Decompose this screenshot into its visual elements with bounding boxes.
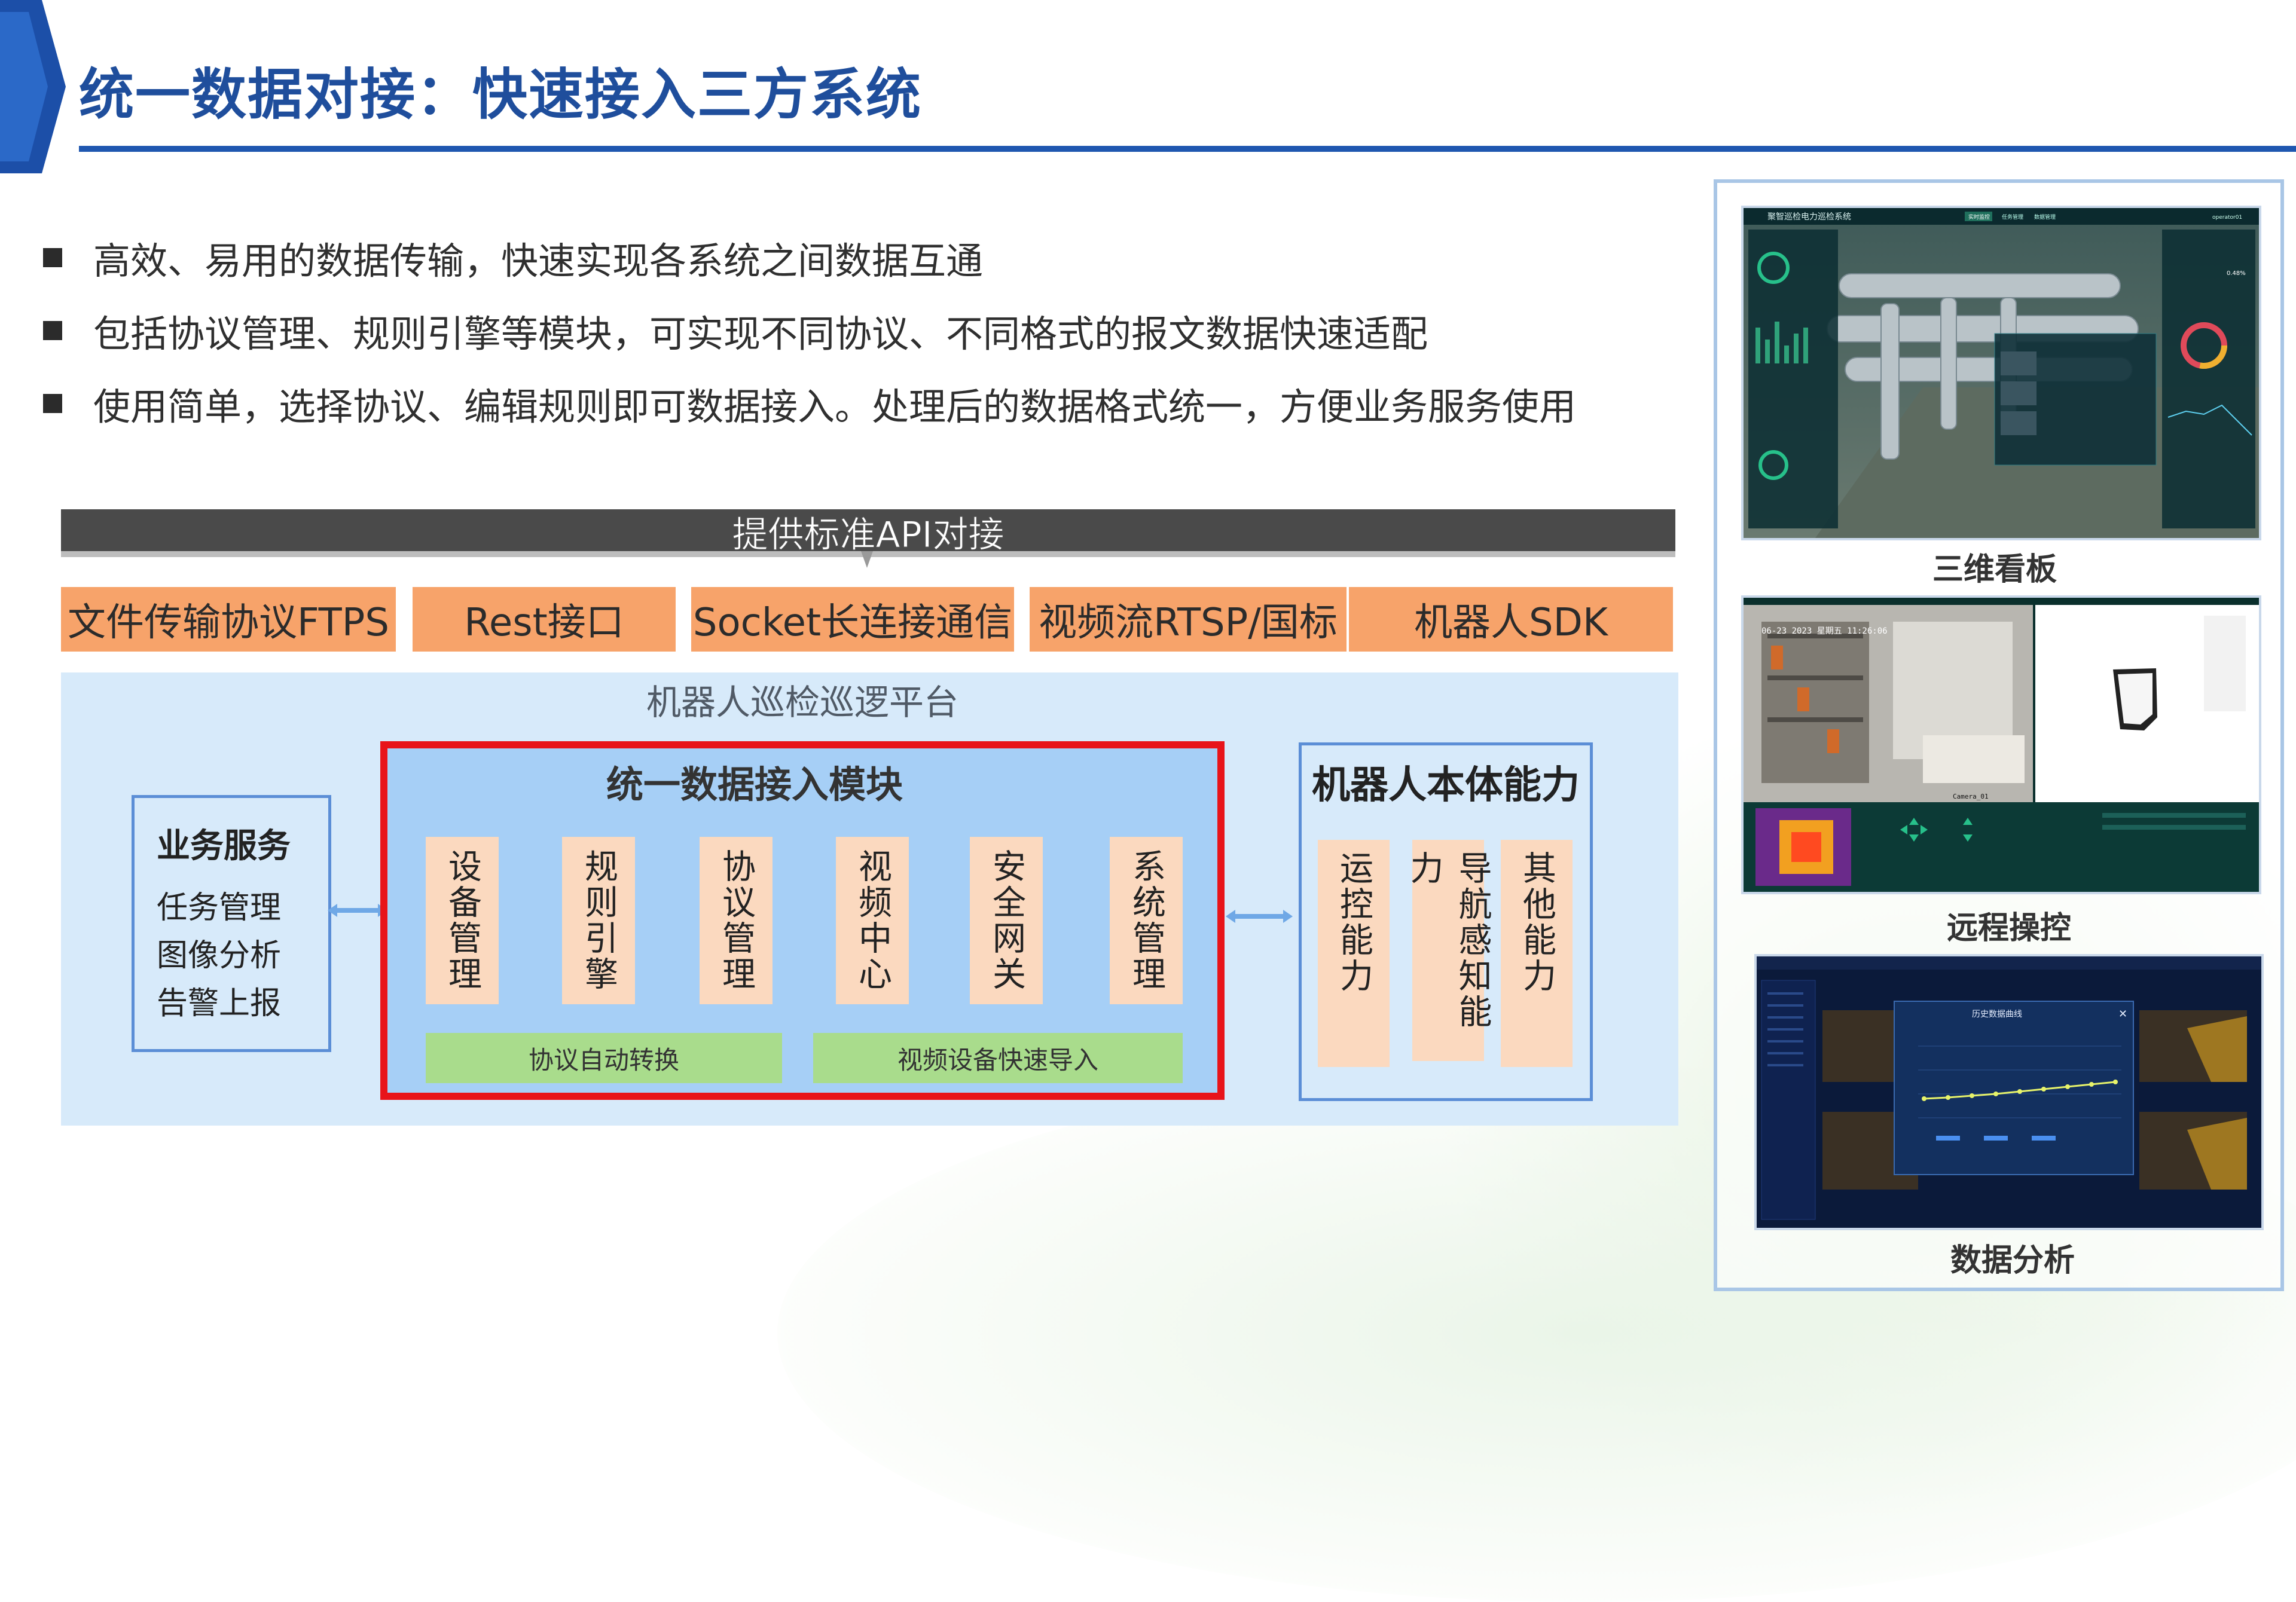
business-services-title: 业务服务 [157,827,291,866]
module-device-management: 设备管理 [426,837,499,1004]
chart-popup-title: 历史数据曲线 [1972,1010,2022,1019]
interface-rest: Rest接口 [413,587,676,652]
capability-label: 导航感知能力 [1405,851,1492,1030]
protocol-auto-convert: 协议自动转换 [426,1033,782,1083]
bullet-text: 包括协议管理、规则引擎等模块，可实现不同协议、不同格式的报文数据快速适配 [93,312,1428,356]
capability-motion-control: 运控能力 [1318,840,1390,1067]
screenshot-3d-dashboard: 聚智巡检电力巡检系统 实时监控 任务管理 数据管理 operator01 0.4… [1741,206,2261,540]
remote-control-view: 06-23 2023 星期五 11:26:06 Camera_01 [1744,598,2259,892]
screen1-user: operator01 [2212,215,2242,221]
interface-rtsp: 视频流RTSP/国标 [1030,587,1347,652]
double-arrow-icon [328,904,387,917]
caption-remote-control: 远程操控 [1947,910,2072,946]
interface-sdk: 机器人SDK [1349,587,1673,652]
down-arrow-icon [861,551,873,568]
camera-timestamp: 06-23 2023 星期五 11:26:06 [1761,626,1888,636]
3d-substation-scene: 聚智巡检电力巡检系统 实时监控 任务管理 数据管理 operator01 0.4… [1744,208,2259,538]
video-device-import: 视频设备快速导入 [813,1033,1183,1083]
business-item: 图像分析 [157,938,282,974]
caption-data-analysis: 数据分析 [1950,1243,2075,1279]
screen1-header-title: 聚智巡检电力巡检系统 [1767,212,1851,222]
double-arrow-icon [1226,910,1293,923]
robot-capabilities-title: 机器人本体能力 [1312,763,1580,808]
screen1-tab[interactable]: 数据管理 [2034,213,2056,221]
capability-navigation: 导航感知能力 [1405,840,1492,1061]
module-rule-engine: 规则引擎 [562,837,635,1004]
bullet-text: 高效、易用的数据传输，快速实现各系统之间数据互通 [93,239,984,283]
title-underline [79,146,2296,152]
screen1-percent: 0.48% [2227,270,2246,277]
bullet-text: 使用简单，选择协议、编辑规则即可数据接入。处理后的数据格式统一，方便业务服务使用 [93,385,1577,429]
bullet-item: 包括协议管理、规则引擎等模块，可实现不同协议、不同格式的报文数据快速适配 [43,294,1576,367]
module-security-gateway: 安全网关 [970,837,1043,1004]
module-label: 设备管理 [442,849,482,992]
module-label: 协议管理 [716,849,756,992]
camera-label: Camera_01 [1953,793,1989,800]
module-system-management: 系统管理 [1110,837,1183,1004]
module-label: 视频中心 [853,849,892,992]
capability-label: 其他能力 [1517,851,1556,994]
close-icon[interactable]: ✕ [2118,1008,2127,1020]
corner-chevron-icon [0,0,66,173]
interface-socket: Socket长连接通信 [691,587,1014,652]
capability-label: 运控能力 [1334,851,1373,994]
screenshot-data-analysis: 历史数据曲线 ✕ [1754,954,2264,1230]
module-label: 安全网关 [987,849,1026,992]
module-label: 系统管理 [1126,849,1166,992]
page-title: 统一数据对接：快速接入三方系统 [79,63,923,127]
platform-label: 机器人巡检巡逻平台 [646,682,958,723]
bullet-item: 使用简单，选择协议、编辑规则即可数据接入。处理后的数据格式统一，方便业务服务使用 [43,367,1576,440]
bullet-list: 高效、易用的数据传输，快速实现各系统之间数据互通 包括协议管理、规则引擎等模块，… [43,221,1576,440]
square-bullet-icon [43,394,62,413]
screen1-tab[interactable]: 任务管理 [2002,213,2023,221]
unified-data-module-title: 统一数据接入模块 [606,763,903,806]
screenshot-remote-control: 06-23 2023 星期五 11:26:06 Camera_01 [1741,595,2261,894]
business-item: 任务管理 [157,890,282,926]
module-label: 规则引擎 [579,849,618,992]
interface-ftps: 文件传输协议FTPS [61,587,396,652]
capability-other: 其他能力 [1501,840,1573,1067]
api-bar-label: 提供标准API对接 [732,514,1004,557]
business-item: 告警上报 [157,986,282,1022]
business-services-box [132,795,331,1052]
square-bullet-icon [43,248,62,267]
module-protocol-management: 协议管理 [700,837,773,1004]
data-analysis-view: 历史数据曲线 ✕ [1757,956,2261,1228]
square-bullet-icon [43,321,62,340]
api-bar [61,509,1675,551]
bullet-item: 高效、易用的数据传输，快速实现各系统之间数据互通 [43,221,1576,294]
module-video-center: 视频中心 [836,837,909,1004]
caption-3d-dashboard: 三维看板 [1932,552,2057,588]
screen1-tab[interactable]: 实时监控 [1968,213,1990,221]
